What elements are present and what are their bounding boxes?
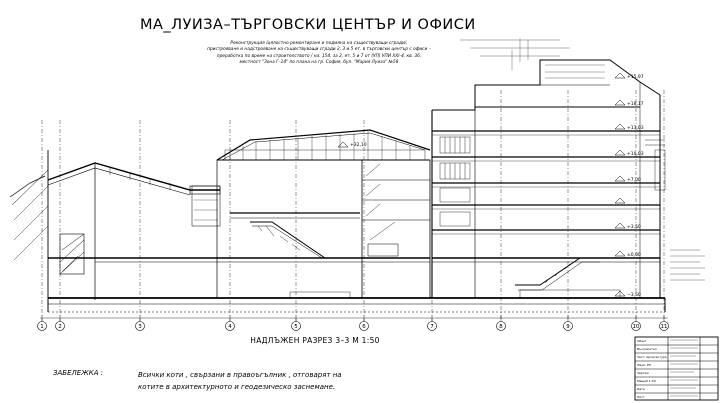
note-line: котите в архитектурното и геодезическо з… — [138, 383, 336, 391]
note-label: ЗАБЕЛЕЖКА : — [53, 369, 104, 377]
escalator-lower — [515, 257, 600, 291]
axis-label: 6 — [362, 324, 366, 330]
column-lines — [41, 90, 665, 325]
title-block-row: Чертеж — [637, 371, 649, 375]
axis-label: 7 — [430, 324, 434, 330]
title-block-row: Фаза: РП — [637, 363, 651, 367]
axis-label: 11 — [661, 324, 668, 330]
axis-label: 2 — [58, 324, 62, 330]
description-line: пристрояване и надстрояване на съществув… — [207, 47, 431, 53]
title-block-row: Част: Архитектура — [637, 355, 667, 359]
central-atrium — [95, 185, 430, 263]
level-label: +10,03 — [627, 151, 644, 157]
title-block-row: Дата — [637, 387, 645, 391]
description-line: преработка по време на строителството / … — [216, 53, 422, 59]
axis-label: 4 — [228, 324, 232, 330]
title-block-row: Обект — [637, 339, 647, 343]
basement — [47, 257, 666, 313]
dimension-line — [40, 315, 668, 321]
title-block-row: Мащаб 1:50 — [637, 379, 656, 383]
axis-label: 9 — [566, 324, 570, 330]
title-block-row: Възложител — [637, 347, 657, 351]
description-line: местност "Зона Г–14" по плана на гр. Соф… — [239, 60, 399, 66]
axis-label: 3 — [138, 324, 142, 330]
note-text: Всички коти , свързани в правоъгълник , … — [138, 369, 408, 393]
level-markers — [337, 72, 626, 297]
axis-label: 5 — [294, 324, 298, 330]
stair-core — [361, 159, 431, 299]
axis-label: 10 — [633, 324, 640, 330]
central-gable-roof — [216, 129, 431, 298]
left-stair — [59, 233, 85, 275]
right-annotations — [460, 39, 705, 281]
level-label: +3,50 — [627, 224, 641, 230]
axis-bubbles — [37, 321, 669, 331]
level-label: +32,10 — [350, 142, 367, 148]
left-embankment — [9, 150, 49, 300]
description-line: Реконструкция /цялостно ремонтиране и по… — [230, 41, 408, 46]
drawing-title: МА_ЛУИЗА–ТЪРГОВСКИ ЦЕНТЪР И ОФИСИ — [140, 17, 476, 33]
title-block-row: Лист — [637, 395, 645, 399]
escalator-upper — [250, 221, 326, 259]
level-label: +13,03 — [627, 125, 644, 131]
axis-label: 1 — [40, 324, 44, 330]
section-caption: НАДЛЪЖЕН РАЗРЕЗ 3–3 М 1:50 — [250, 336, 380, 345]
axis-label: 8 — [499, 324, 503, 330]
level-label: −3,50 — [627, 292, 641, 298]
level-label: +15,97 — [627, 74, 644, 80]
level-label: +18,17 — [627, 101, 644, 107]
project-description: Реконструкция /цялостно ремонтиране и по… — [178, 41, 460, 67]
level-label: +7,00 — [627, 177, 641, 183]
title-block — [634, 336, 719, 401]
left-roof-block — [47, 162, 221, 300]
level-label: ±0,00 — [627, 252, 641, 258]
note-line: Всички коти , свързани в правоъгълник , … — [138, 371, 342, 379]
